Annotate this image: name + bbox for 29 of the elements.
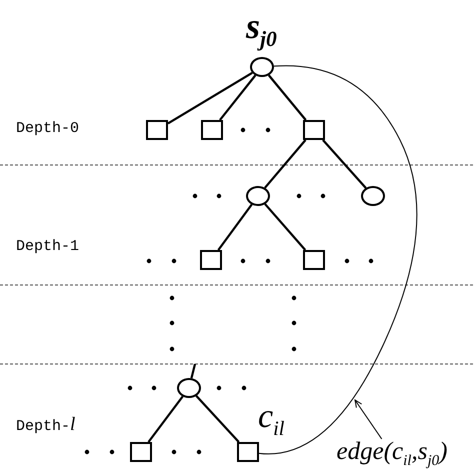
node-label: s$_{j0}$ <box>246 8 277 51</box>
tree-edge <box>264 139 306 189</box>
depth-label: Depth-l <box>16 414 76 436</box>
tree-edge <box>264 203 306 251</box>
tree-edge <box>322 139 367 189</box>
stub-line <box>190 364 196 378</box>
tree-edge <box>167 72 253 124</box>
depth-label: Depth-1 <box>16 238 80 255</box>
depth-label: Depth-0 <box>16 120 80 137</box>
tree-edge <box>268 74 307 121</box>
square-node <box>201 120 223 140</box>
leader-arrow <box>354 400 382 440</box>
node-label: c$_{il}$ <box>258 400 284 440</box>
circle-node <box>177 378 201 398</box>
tree-edge <box>196 395 240 443</box>
circle-node <box>246 186 270 206</box>
square-node <box>303 250 325 270</box>
circle-node <box>361 186 385 206</box>
square-node <box>146 120 168 140</box>
tree-edge <box>148 396 184 443</box>
square-node <box>237 442 259 462</box>
tree-edge <box>217 204 253 251</box>
square-node <box>130 442 152 462</box>
tree-edge <box>219 74 256 121</box>
curved-edge <box>258 65 418 454</box>
square-node <box>303 120 325 140</box>
edge-label-text: edge(c$_{il}$,s$_{j0}$) <box>336 439 448 469</box>
square-node <box>200 250 222 270</box>
circle-node <box>250 57 274 77</box>
